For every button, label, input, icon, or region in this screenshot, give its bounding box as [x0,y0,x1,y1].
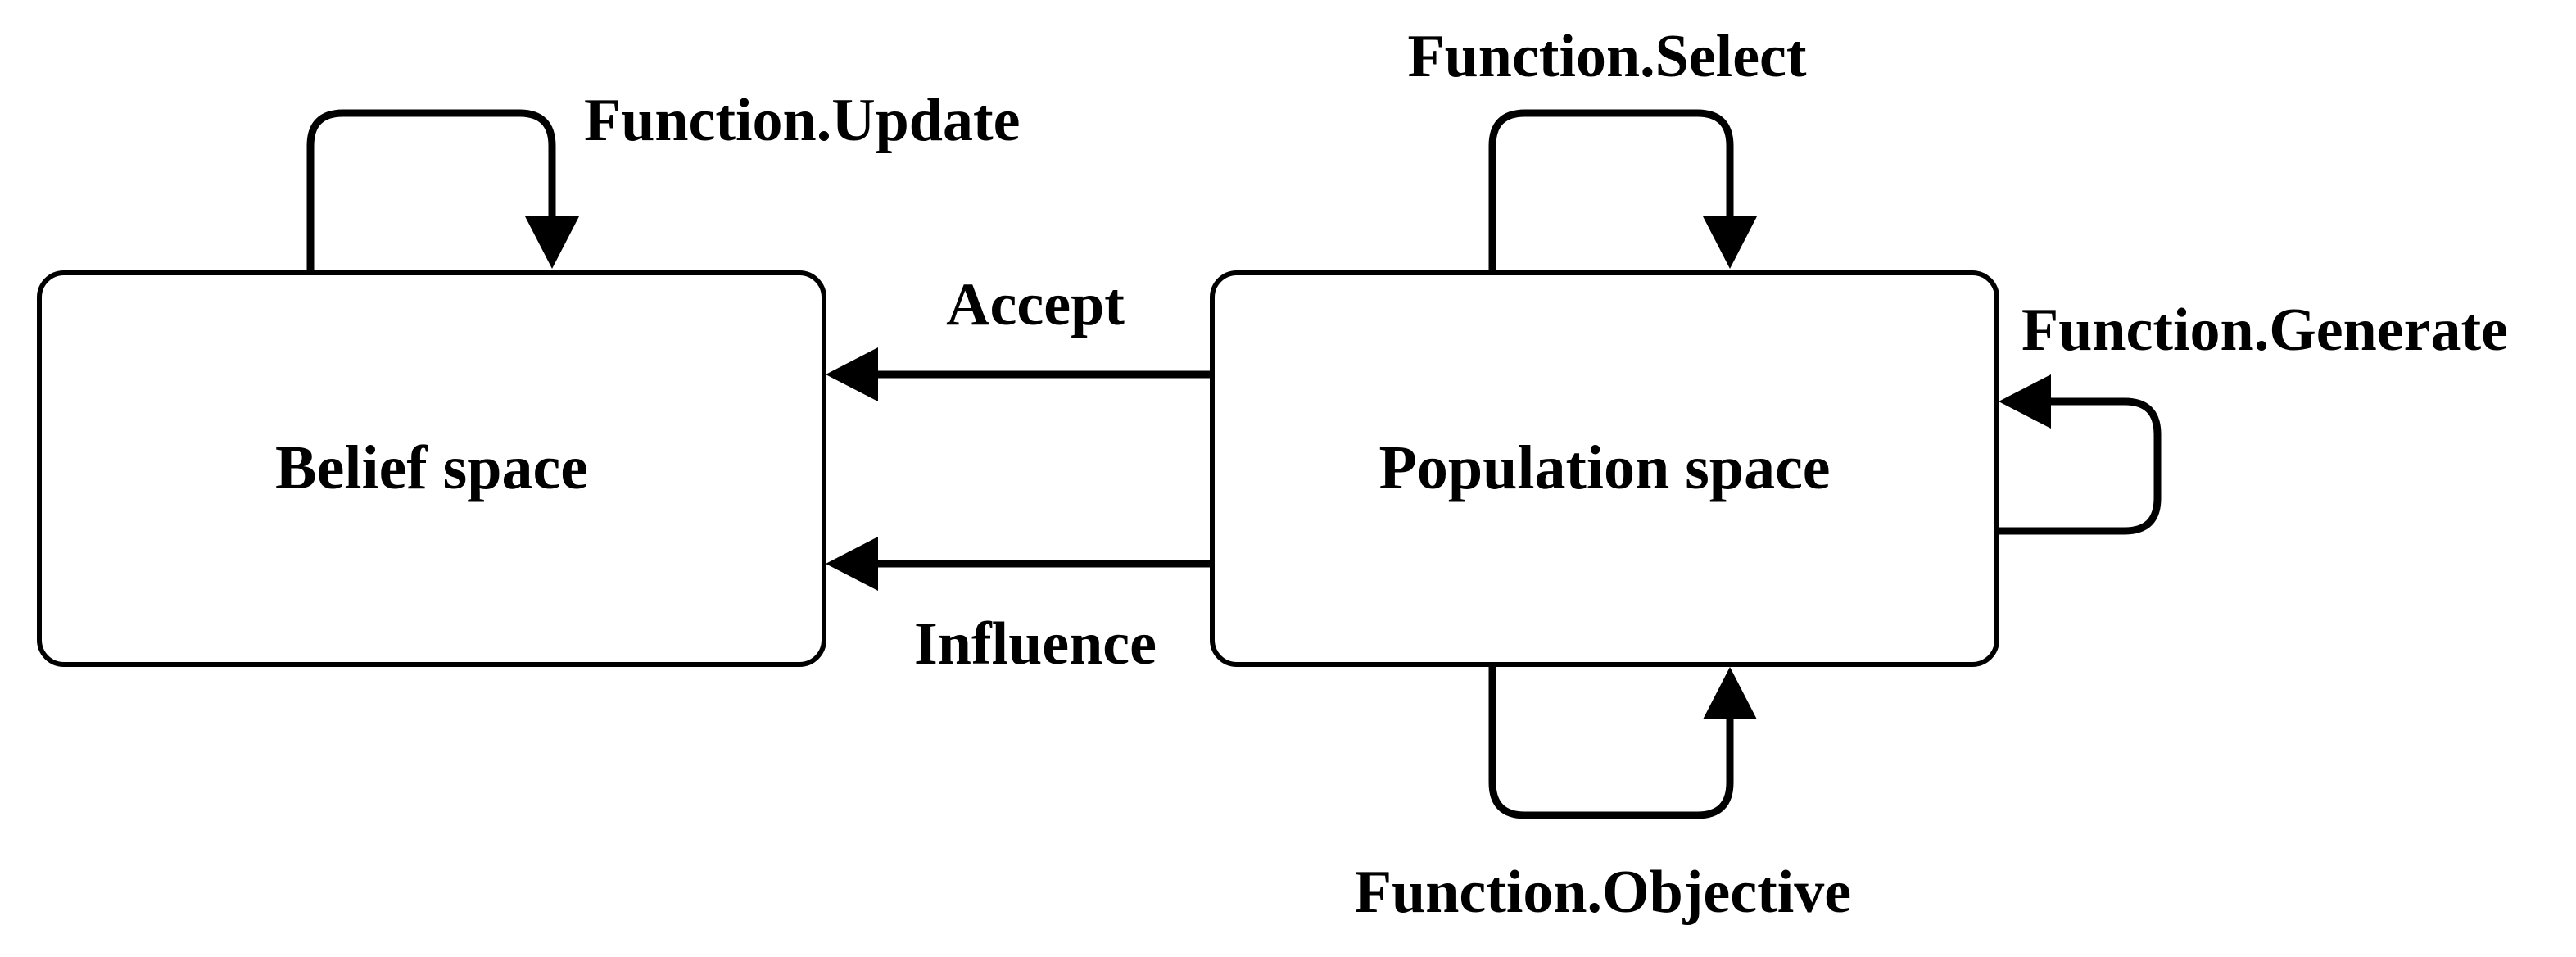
select-arrowhead [1703,216,1757,269]
belief-space-label: Belief space [275,433,588,502]
belief-space-node: Belief space [37,270,826,667]
objective-loop: Function.Objective [1355,664,1851,926]
objective-label: Function.Objective [1355,859,1851,926]
influence-edge: Influence [826,537,1212,678]
update-loop: Function.Update [306,87,1020,273]
population-space-label: Population space [1379,433,1830,502]
accept-label: Accept [946,271,1125,338]
select-loop-line [1488,109,1734,273]
update-arrowhead [525,216,579,269]
influence-arrowhead [826,537,878,591]
population-space-box [1210,270,1999,667]
generate-label: Function.Generate [2021,297,2508,364]
generate-loop-line [1997,397,2162,535]
belief-space-box [37,270,826,667]
influence-label: Influence [914,610,1157,678]
update-loop-line [306,109,556,273]
select-label: Function.Select [1407,23,1806,90]
generate-arrowhead [1999,374,2051,429]
update-label: Function.Update [584,87,1020,154]
generate-loop: Function.Generate [1997,297,2508,535]
objective-loop-line [1488,664,1734,819]
objective-arrowhead [1703,667,1757,719]
population-space-node: Population space [1210,270,1999,667]
accept-arrowhead [826,347,878,401]
accept-edge: Accept [826,271,1212,401]
select-loop: Function.Select [1407,23,1807,273]
